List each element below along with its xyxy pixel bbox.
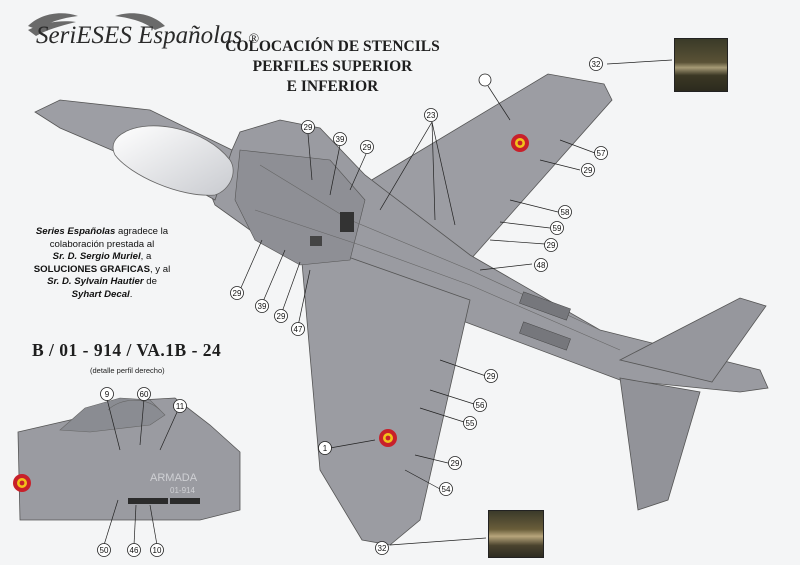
svg-text:9: 9 bbox=[105, 390, 110, 399]
credits-company-2: Syhart Decal bbox=[71, 288, 130, 300]
aircraft-side-profile: ARMADA 01-914 bbox=[13, 397, 241, 521]
registered-mark: ® bbox=[248, 32, 260, 47]
svg-text:23: 23 bbox=[427, 111, 436, 120]
svg-text:46: 46 bbox=[130, 546, 139, 555]
title-line-3: E INFERIOR bbox=[286, 78, 379, 95]
svg-text:60: 60 bbox=[140, 390, 149, 399]
credits-company-1: SOLUCIONES GRAFICAS bbox=[33, 263, 150, 275]
callout-55: 55 bbox=[463, 416, 477, 430]
callout-11: 11 bbox=[173, 399, 187, 413]
credits-text-fragment: , a bbox=[140, 251, 152, 263]
callout-29: 29 bbox=[581, 163, 595, 177]
callout-47: 47 bbox=[291, 322, 305, 336]
side-code-marking: 01-914 bbox=[170, 486, 195, 495]
svg-text:56: 56 bbox=[476, 401, 485, 410]
svg-text:29: 29 bbox=[487, 372, 496, 381]
svg-text:59: 59 bbox=[553, 224, 562, 233]
callout-59: 59 bbox=[550, 221, 564, 235]
svg-text:54: 54 bbox=[442, 485, 451, 494]
callout-29: 29 bbox=[544, 238, 558, 252]
credits-text-fragment: , y al bbox=[149, 263, 171, 275]
credits-text: Series Españolas agradece la colaboració… bbox=[18, 226, 186, 302]
svg-text:29: 29 bbox=[233, 289, 242, 298]
svg-text:29: 29 bbox=[547, 241, 556, 250]
callouts: 32 29 39 29 23 57 29 58 59 29 48 29 39 2… bbox=[97, 57, 608, 557]
callout-48: 48 bbox=[534, 258, 548, 272]
callout-1: 1 bbox=[318, 441, 332, 455]
reference-photo-top bbox=[674, 38, 728, 92]
svg-text:10: 10 bbox=[153, 546, 162, 555]
svg-text:58: 58 bbox=[561, 208, 570, 217]
credits-text-fragment: agradece la bbox=[115, 226, 169, 237]
callout-29: 29 bbox=[274, 309, 288, 323]
svg-text:32: 32 bbox=[378, 544, 387, 553]
aircraft-registration: B / 01 - 914 / VA.1B - 24 bbox=[32, 340, 222, 360]
title-line-2: PERFILES SUPERIOR bbox=[252, 58, 413, 75]
callout-10: 10 bbox=[150, 543, 164, 557]
callout-29: 29 bbox=[230, 286, 244, 300]
svg-text:29: 29 bbox=[304, 123, 313, 132]
credits-text-fragment: . bbox=[129, 288, 133, 300]
credits-person-2: Sr. D. Sylvain Hautier bbox=[47, 276, 144, 288]
callout-58: 58 bbox=[558, 205, 572, 219]
reference-photo-bottom bbox=[488, 510, 544, 558]
svg-text:29: 29 bbox=[277, 312, 286, 321]
credits-series-name: Series Españolas bbox=[35, 226, 116, 237]
callout-23: 23 bbox=[424, 108, 438, 122]
roundel-side bbox=[13, 474, 31, 492]
callout-57: 57 bbox=[594, 146, 608, 160]
callout-56: 56 bbox=[473, 398, 487, 412]
svg-text:39: 39 bbox=[336, 135, 345, 144]
callout-54: 54 bbox=[439, 482, 453, 496]
leader-lines bbox=[103, 59, 673, 546]
logo-wings-icon bbox=[28, 13, 165, 36]
roundel-lower bbox=[379, 429, 397, 447]
callout-32-top: 32 bbox=[589, 57, 603, 71]
logo-text: SeriESES Españolas bbox=[36, 22, 243, 49]
callout-50: 50 bbox=[97, 543, 111, 557]
callout-29: 29 bbox=[484, 369, 498, 383]
svg-text:55: 55 bbox=[466, 419, 475, 428]
svg-text:29: 29 bbox=[363, 143, 372, 152]
svg-text:48: 48 bbox=[537, 261, 546, 270]
callout-29: 29 bbox=[301, 120, 315, 134]
svg-text:29: 29 bbox=[451, 459, 460, 468]
svg-text:1: 1 bbox=[323, 444, 328, 453]
logo: SeriESES Españolas ® bbox=[36, 22, 259, 50]
callout-29: 29 bbox=[448, 456, 462, 470]
callout-32-bottom: 32 bbox=[375, 541, 389, 555]
callout-29: 29 bbox=[360, 140, 374, 154]
svg-text:47: 47 bbox=[294, 325, 303, 334]
credits-person-1: Sr. D. Sergio Muriel bbox=[52, 251, 141, 263]
credits-text-fragment: de bbox=[143, 276, 157, 288]
svg-text:57: 57 bbox=[597, 149, 606, 158]
svg-text:32: 32 bbox=[592, 60, 601, 69]
callout-46: 46 bbox=[127, 543, 141, 557]
detail-caption: (detalle perfil derecho) bbox=[90, 366, 165, 375]
callout-60: 60 bbox=[137, 387, 151, 401]
armada-marking: ARMADA bbox=[150, 472, 198, 484]
svg-text:11: 11 bbox=[176, 402, 185, 411]
aircraft-plan-view bbox=[34, 73, 769, 546]
svg-text:29: 29 bbox=[584, 166, 593, 175]
roundel-upper bbox=[511, 134, 529, 152]
svg-text:39: 39 bbox=[258, 302, 267, 311]
callout-blank bbox=[478, 73, 492, 87]
callout-39: 39 bbox=[333, 132, 347, 146]
title-line-1: COLOCACIÓN DE STENCILS bbox=[225, 38, 440, 55]
page-title: COLOCACIÓN DE STENCILS PERFILES SUPERIOR… bbox=[215, 37, 450, 97]
callout-9: 9 bbox=[100, 387, 114, 401]
credits-line: colaboración prestada al bbox=[49, 238, 155, 250]
svg-text:50: 50 bbox=[100, 546, 109, 555]
callout-39: 39 bbox=[255, 299, 269, 313]
